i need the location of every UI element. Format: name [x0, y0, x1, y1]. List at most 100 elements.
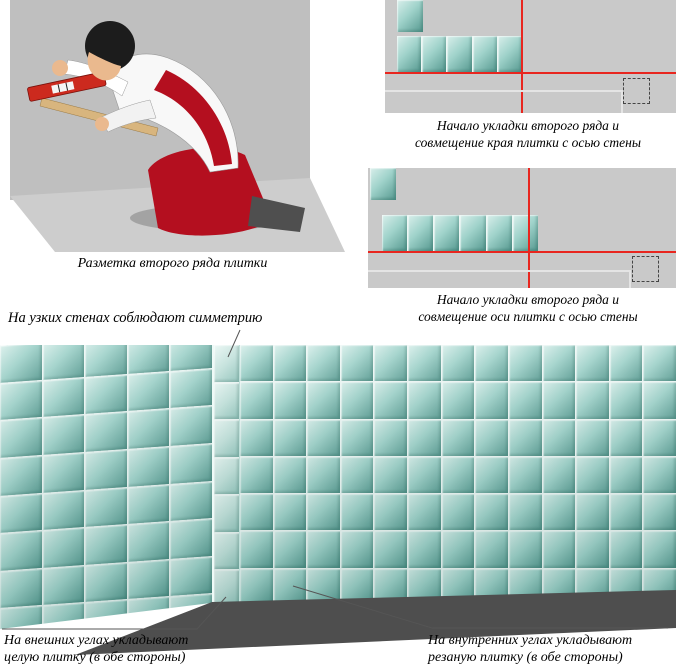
note-line: целую плитку (в обе стороны)	[4, 650, 186, 665]
tile	[441, 531, 475, 568]
diagram2-caption: Начало укладки второго ряда и совмещение…	[380, 292, 676, 325]
note-line: На внешних углах укладывают	[4, 633, 189, 648]
tile	[472, 36, 497, 72]
tile	[542, 382, 576, 419]
tile	[609, 494, 643, 531]
worker-lower-arm	[99, 99, 157, 133]
tile	[370, 168, 396, 200]
tile	[214, 420, 239, 457]
tile	[397, 0, 423, 32]
external-corner-tiles	[212, 345, 240, 607]
ledge-line	[368, 270, 630, 272]
tile	[643, 456, 676, 494]
tile	[408, 531, 441, 568]
tile	[240, 456, 273, 494]
tile	[475, 456, 508, 494]
tile	[374, 382, 408, 419]
tile	[340, 456, 374, 494]
tile-row	[382, 215, 538, 251]
tile	[273, 531, 307, 568]
main-wall-tiles	[240, 345, 676, 605]
note-line: На внутренних углах укладывают	[428, 633, 633, 648]
tile	[576, 531, 609, 568]
tile	[408, 419, 441, 456]
tile	[382, 215, 408, 251]
tile	[408, 345, 441, 382]
tile	[512, 215, 538, 251]
tile	[475, 419, 508, 456]
tile	[408, 456, 441, 494]
tile	[408, 494, 441, 531]
tile	[397, 36, 422, 72]
tile	[422, 36, 447, 72]
tile	[441, 494, 475, 531]
outer-corner-note: На внешних углах укладывают целую плитку…	[4, 632, 188, 666]
tile	[609, 419, 643, 456]
row-level-line	[368, 251, 676, 253]
tile	[340, 419, 374, 456]
tile	[214, 495, 239, 532]
tile	[240, 382, 273, 419]
worker-hand-on-level	[52, 60, 68, 76]
inner-corner-note: На внутренних углах укладывают резаную п…	[428, 632, 632, 666]
wall-axis-line	[528, 168, 530, 288]
tile	[486, 215, 512, 251]
tile	[240, 568, 273, 605]
tile	[609, 345, 643, 382]
tile	[475, 531, 508, 568]
tile	[273, 382, 307, 419]
caption-line: совмещение оси плитки с осью стены	[418, 308, 638, 324]
worker-legs-apron	[148, 147, 272, 236]
tile	[643, 494, 676, 531]
tile	[408, 382, 441, 419]
tile	[374, 531, 408, 568]
tile	[374, 456, 408, 494]
tile-row	[397, 36, 522, 72]
tile	[643, 419, 676, 456]
tile	[542, 494, 576, 531]
tile	[441, 345, 475, 382]
tile	[307, 382, 340, 419]
tile	[408, 215, 434, 251]
symmetry-note: На узких стенах соблюдают симметрию	[8, 310, 263, 326]
diagram-edge-alignment	[385, 0, 676, 113]
planned-tile-outline	[623, 78, 650, 104]
tile	[273, 345, 307, 382]
tile	[508, 494, 542, 531]
tile	[307, 345, 340, 382]
tile	[273, 456, 307, 494]
step-line	[629, 270, 631, 288]
tile	[609, 456, 643, 494]
tile	[497, 36, 522, 72]
tile	[508, 345, 542, 382]
tile	[508, 531, 542, 568]
floor	[0, 590, 676, 657]
tile	[441, 382, 475, 419]
tile	[643, 531, 676, 568]
tile	[643, 382, 676, 419]
tile	[240, 419, 273, 456]
tile	[214, 382, 239, 420]
caption-line: Начало укладки второго ряда и	[436, 118, 620, 133]
step-line	[621, 90, 623, 113]
tile	[307, 456, 340, 494]
wall-axis-line	[521, 0, 523, 113]
tile	[273, 419, 307, 456]
tile	[576, 419, 609, 456]
tile	[240, 494, 273, 531]
tile	[340, 494, 374, 531]
tile	[374, 345, 408, 382]
worker-suspender	[154, 70, 232, 166]
tile	[542, 456, 576, 494]
tile	[340, 382, 374, 419]
tile	[214, 457, 239, 495]
diagram-axis-alignment	[368, 168, 676, 288]
tile	[576, 456, 609, 494]
person-caption: Разметка второго ряда плитки	[77, 256, 268, 271]
tile	[542, 419, 576, 456]
caption-line: Начало укладки второго ряда и	[436, 292, 620, 307]
tile	[340, 345, 374, 382]
tile	[307, 419, 340, 456]
note-line: резаную плитку (в обе стороны)	[428, 650, 623, 665]
tile	[340, 531, 374, 568]
